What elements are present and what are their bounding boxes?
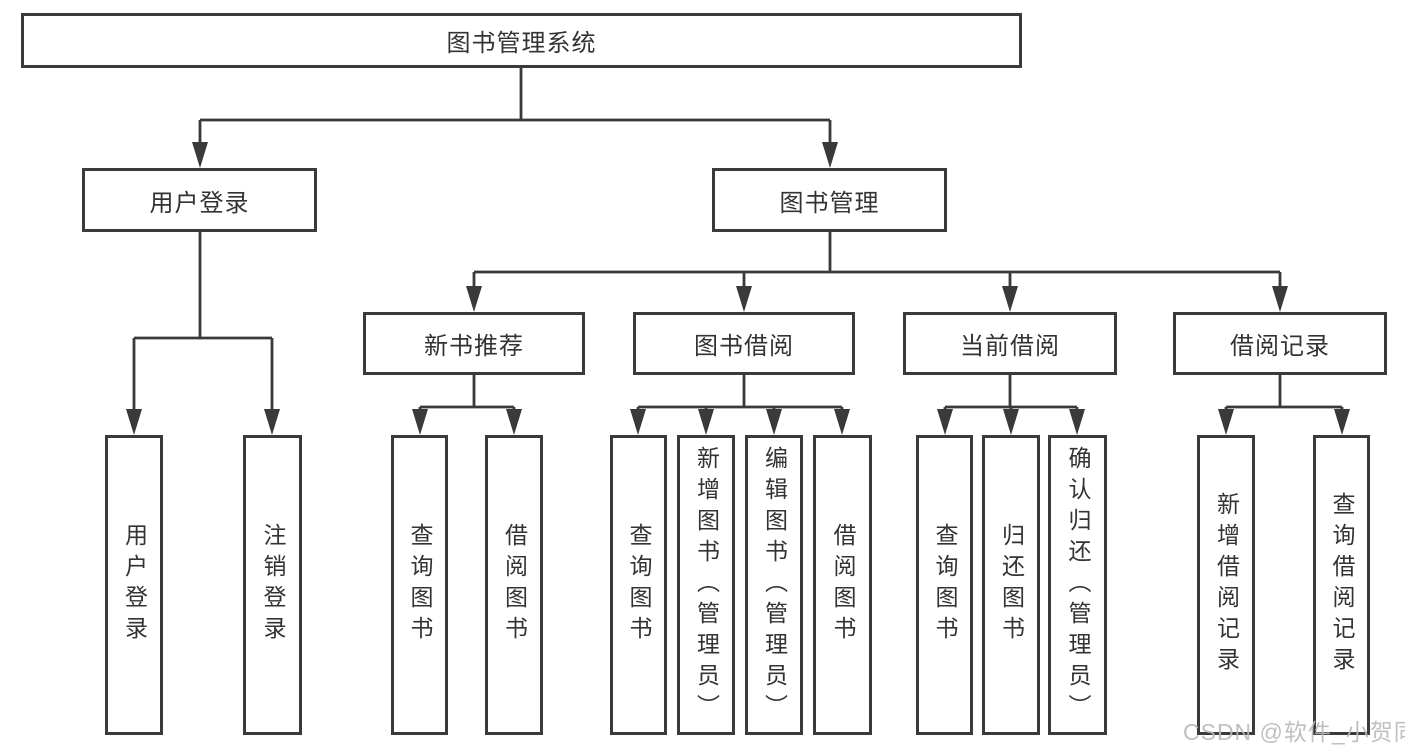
leaf-borrow-books-recommend-label: 借阅图书 xyxy=(501,523,528,647)
leaf-query-books-borrow: 查询图书 xyxy=(610,435,667,735)
node-user-login-label: 用户登录 xyxy=(149,189,250,217)
watermark: CSDN @软件_小贺同学 xyxy=(1183,719,1405,745)
leaf-add-books-admin-label: 新增图书（管理员） xyxy=(693,445,720,725)
leaf-query-borrow-record: 查询借阅记录 xyxy=(1313,435,1370,735)
leaf-logout-label: 注销登录 xyxy=(260,523,286,647)
leaf-add-borrow-record: 新增借阅记录 xyxy=(1197,435,1255,735)
node-book-borrow-label: 图书借阅 xyxy=(694,333,794,360)
node-book-management-label: 图书管理 xyxy=(779,189,880,217)
leaf-confirm-return-admin-label: 确认归还（管理员） xyxy=(1065,445,1091,725)
node-root: 图书管理系统 xyxy=(21,13,1022,68)
leaf-query-books-current-label: 查询图书 xyxy=(932,523,958,647)
leaf-user-login: 用户登录 xyxy=(105,435,163,735)
node-borrow-records: 借阅记录 xyxy=(1173,312,1387,375)
leaf-return-books-label: 归还图书 xyxy=(998,523,1025,647)
leaf-query-borrow-record-label: 查询借阅记录 xyxy=(1329,492,1355,678)
node-new-book-recommend-label: 新书推荐 xyxy=(424,333,524,360)
leaf-query-books-current: 查询图书 xyxy=(916,435,973,735)
node-root-label: 图书管理系统 xyxy=(446,30,597,57)
node-new-book-recommend: 新书推荐 xyxy=(363,312,585,375)
node-book-management: 图书管理 xyxy=(712,168,947,232)
leaf-edit-books-admin: 编辑图书（管理员） xyxy=(745,435,803,735)
leaf-borrow-books: 借阅图书 xyxy=(813,435,872,735)
leaf-query-books-recommend-label: 查询图书 xyxy=(407,523,433,647)
leaf-query-books-borrow-label: 查询图书 xyxy=(626,523,652,647)
leaf-confirm-return-admin: 确认归还（管理员） xyxy=(1048,435,1107,735)
leaf-borrow-books-recommend: 借阅图书 xyxy=(485,435,543,735)
node-book-borrow: 图书借阅 xyxy=(633,312,855,375)
node-current-borrow-label: 当前借阅 xyxy=(960,333,1060,360)
node-user-login: 用户登录 xyxy=(82,168,317,232)
leaf-edit-books-admin-label: 编辑图书（管理员） xyxy=(761,445,788,725)
leaf-add-borrow-record-label: 新增借阅记录 xyxy=(1213,492,1240,678)
leaf-add-books-admin: 新增图书（管理员） xyxy=(677,435,735,735)
leaf-query-books-recommend: 查询图书 xyxy=(391,435,448,735)
leaf-return-books: 归还图书 xyxy=(982,435,1040,735)
node-borrow-records-label: 借阅记录 xyxy=(1230,333,1330,360)
leaf-user-login-label: 用户登录 xyxy=(121,523,148,647)
node-current-borrow: 当前借阅 xyxy=(903,312,1117,375)
leaf-borrow-books-label: 借阅图书 xyxy=(830,523,856,647)
leaf-logout: 注销登录 xyxy=(243,435,302,735)
